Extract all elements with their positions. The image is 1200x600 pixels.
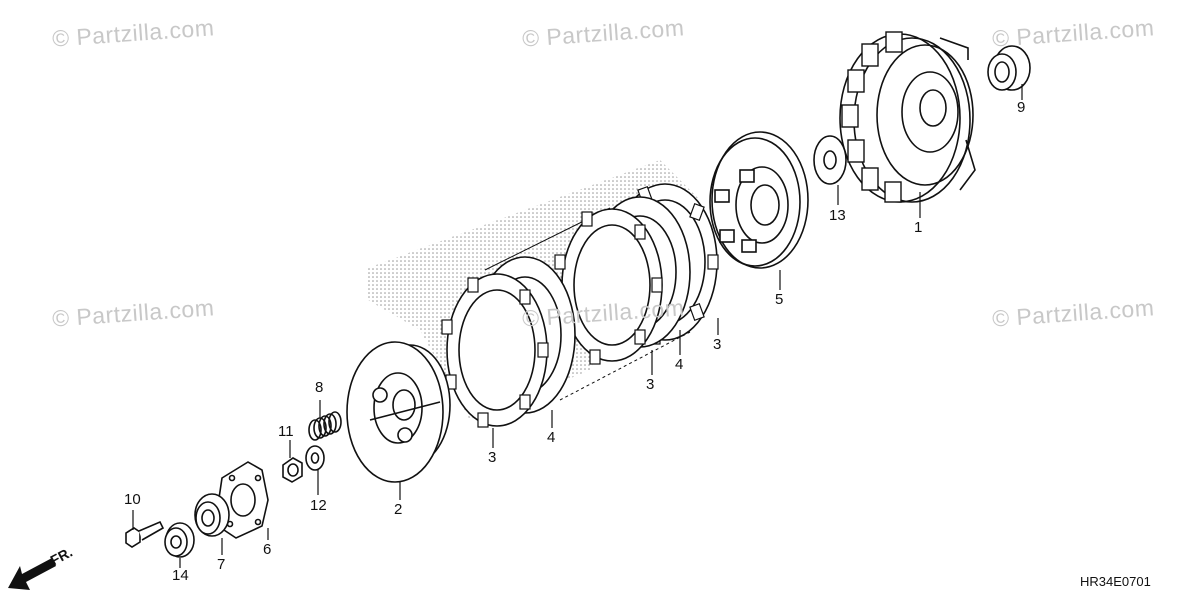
lifter-plate	[217, 461, 269, 539]
callout-10: 10	[124, 491, 141, 508]
thrust-washer	[813, 135, 847, 185]
flange-bolt	[125, 520, 165, 548]
spring-washer	[305, 445, 325, 471]
lock-nut	[282, 457, 303, 483]
callout-12: 12	[310, 497, 327, 514]
collar	[987, 45, 1031, 91]
callout-11: 11	[278, 423, 294, 440]
friction-disc-rear-inner	[554, 208, 663, 365]
callout-14: 14	[172, 567, 189, 584]
lifter-collar	[194, 493, 230, 537]
callout-2: 2	[394, 501, 403, 518]
callout-1: 1	[914, 219, 923, 236]
callout-4: 4	[675, 356, 684, 373]
callout-4: 4	[547, 429, 556, 446]
callout-3: 3	[646, 376, 655, 393]
callout-13: 13	[829, 207, 846, 224]
leader-lines	[132, 84, 1023, 568]
callout-6: 6	[263, 541, 272, 558]
callout-3: 3	[488, 449, 497, 466]
front-direction-arrow	[8, 558, 56, 590]
friction-disc-front	[441, 273, 549, 428]
clutch-spring	[308, 411, 342, 441]
callout-8: 8	[315, 379, 324, 396]
callout-9: 9	[1017, 99, 1026, 116]
clutch-outer-housing	[839, 31, 976, 203]
callout-7: 7	[217, 556, 226, 573]
callout-5: 5	[775, 291, 784, 308]
pressure-plate	[709, 131, 809, 269]
callout-3: 3	[713, 336, 722, 353]
clutch-center	[346, 341, 451, 483]
diagram-code: HR34E0701	[1080, 574, 1151, 589]
bearing	[164, 522, 195, 558]
